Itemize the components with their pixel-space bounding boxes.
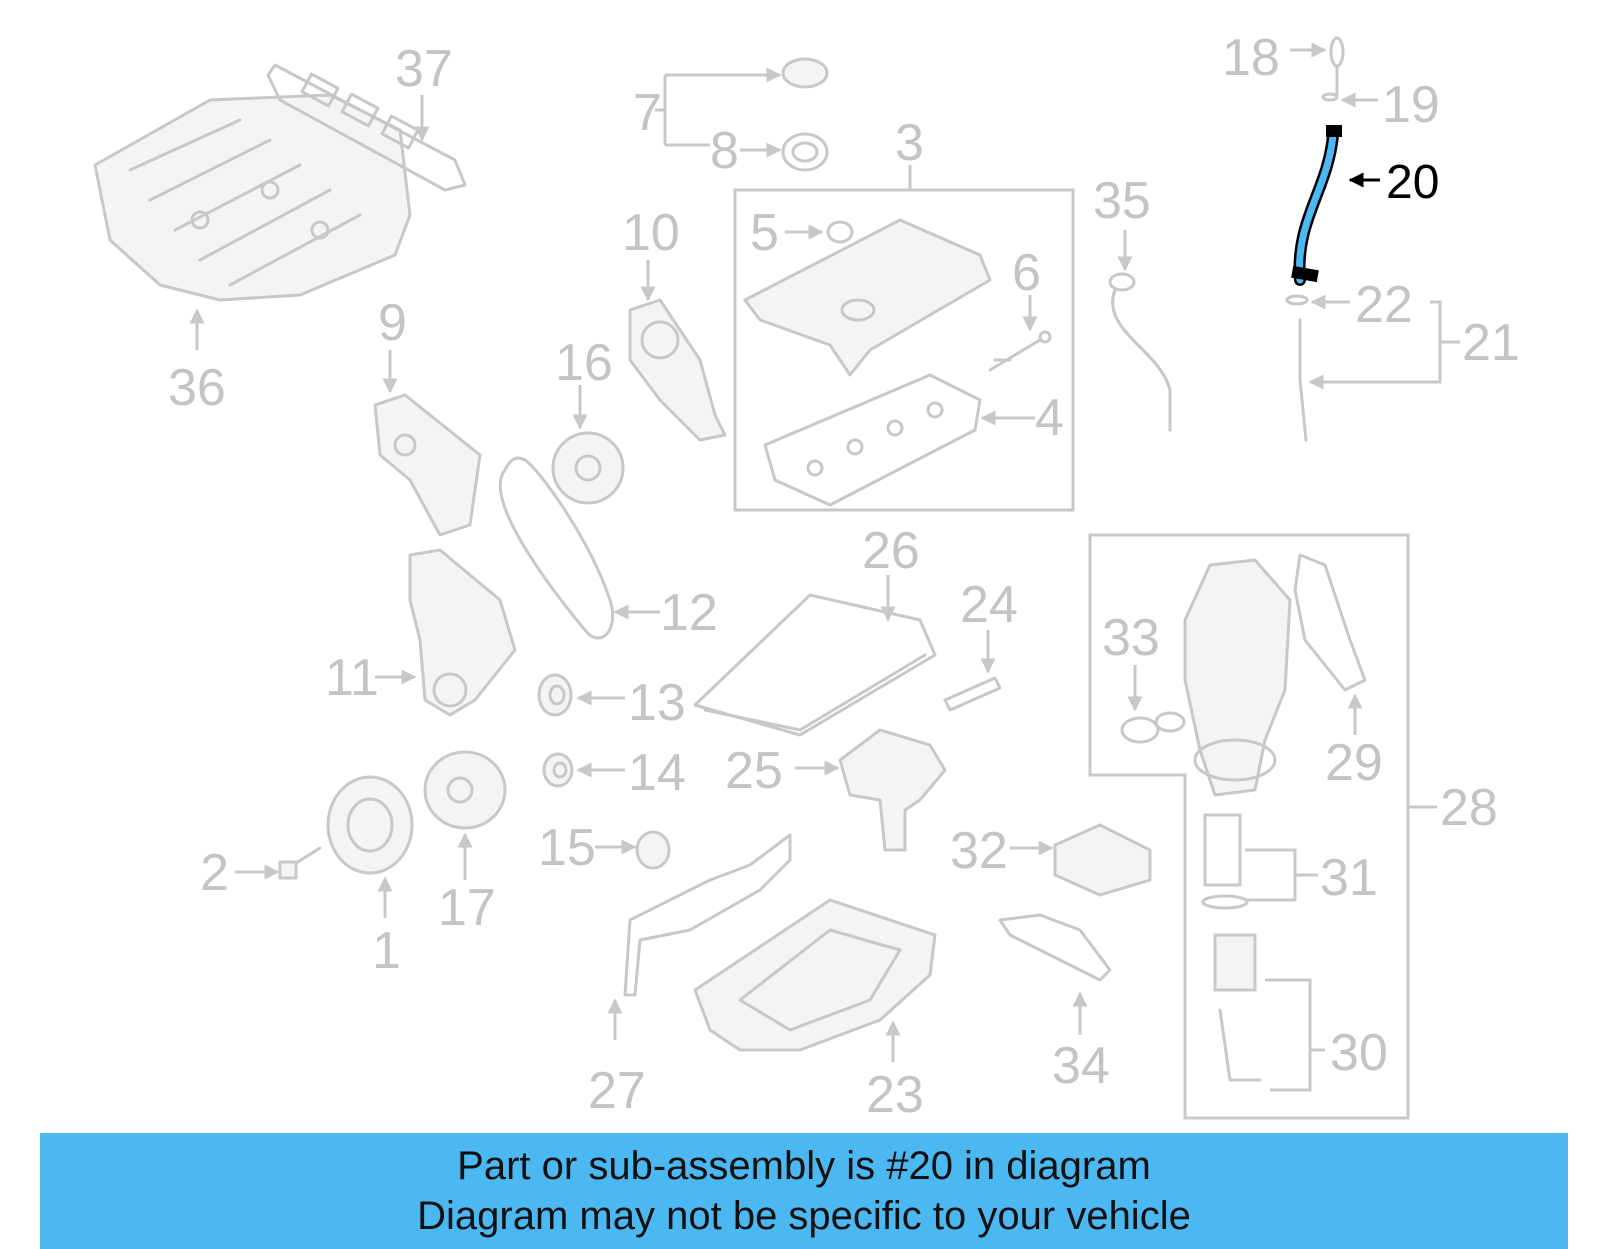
callout-32: 32: [950, 822, 1008, 880]
baffle-plate: [693, 593, 937, 737]
callout-23: 23: [866, 1066, 924, 1124]
seals-33: [1120, 711, 1186, 744]
callout-7: 7: [633, 84, 662, 142]
callout-20-highlighted: 20: [1386, 156, 1439, 209]
roller-13: [537, 673, 573, 717]
oil-pump: [838, 728, 947, 852]
callout-2: 2: [200, 844, 229, 902]
mounting-bracket: [998, 913, 1112, 982]
banner-line-1: Part or sub-assembly is #20 in diagram: [457, 1144, 1151, 1188]
roller-14: [542, 752, 574, 788]
windage-baffle-27: [623, 833, 792, 997]
timing-belt: [498, 456, 615, 640]
callout-4: 4: [1035, 389, 1064, 447]
oil-filter-housing: [1183, 558, 1292, 797]
timing-cover-lower: [408, 548, 517, 717]
crank-bolt: [278, 846, 322, 880]
callout-25: 25: [725, 742, 783, 800]
oil-filter-group-box: [1088, 533, 1410, 1120]
intake-gasket: [266, 63, 467, 192]
crank-gear: [423, 750, 507, 830]
bushing-15: [635, 830, 671, 870]
callout-36: 36: [168, 359, 226, 417]
callout-26: 26: [862, 522, 920, 580]
callout-27: 27: [588, 1062, 646, 1120]
intake-manifold: [93, 93, 412, 302]
callout-22: 22: [1355, 276, 1413, 334]
callout-21: 21: [1462, 314, 1520, 372]
idler-pulley-16: [551, 431, 625, 505]
callout-18: 18: [1222, 29, 1280, 87]
callout-28: 28: [1440, 779, 1498, 837]
sensor-30: [1213, 933, 1262, 1082]
sensor-6: [988, 330, 1052, 372]
callout-12: 12: [660, 584, 718, 642]
callout-6: 6: [1012, 244, 1041, 302]
oil-pan: [693, 898, 937, 1052]
callout-14: 14: [628, 744, 686, 802]
callout-19: 19: [1382, 76, 1440, 134]
valve-cover-group-box: [733, 188, 1075, 512]
callout-9: 9: [378, 294, 407, 352]
housing-gasket-29: [1293, 553, 1367, 692]
callout-33: 33: [1102, 609, 1160, 667]
callout-13: 13: [628, 674, 686, 732]
timing-cover-rear: [628, 298, 727, 442]
callout-11: 11: [325, 649, 379, 707]
callout-30: 30: [1330, 1024, 1388, 1082]
callout-5: 5: [750, 204, 779, 262]
callout-15: 15: [538, 819, 596, 877]
banner-line-2: Diagram may not be specific to your vehi…: [417, 1194, 1191, 1238]
callout-31: 31: [1320, 849, 1378, 907]
valve-cover-gasket: [763, 373, 982, 507]
callout-10: 10: [622, 204, 680, 262]
callout-29: 29: [1325, 734, 1383, 792]
callout-8: 8: [710, 122, 739, 180]
timing-cover-upper: [373, 393, 482, 537]
oil-cap: [781, 57, 829, 172]
dipstick-tube-highlighted: [1291, 125, 1342, 286]
callout-3: 3: [895, 114, 924, 172]
filter-element-31: [1201, 813, 1249, 910]
crank-pulley: [326, 775, 414, 875]
breather-hose: [1108, 272, 1172, 432]
callout-37: 37: [395, 40, 453, 98]
callout-16: 16: [555, 334, 613, 392]
valve-cover: [743, 218, 992, 377]
callout-34: 34: [1052, 1037, 1110, 1095]
callout-1: 1: [372, 922, 401, 980]
callout-24: 24: [960, 576, 1018, 634]
oil-cooler: [1053, 823, 1152, 897]
dipstick: [1285, 36, 1345, 442]
gasket-24: [943, 676, 1002, 712]
callout-35: 35: [1093, 172, 1151, 230]
info-banner: Part or sub-assembly is #20 in diagram D…: [40, 1133, 1568, 1249]
callout-17: 17: [438, 879, 496, 937]
